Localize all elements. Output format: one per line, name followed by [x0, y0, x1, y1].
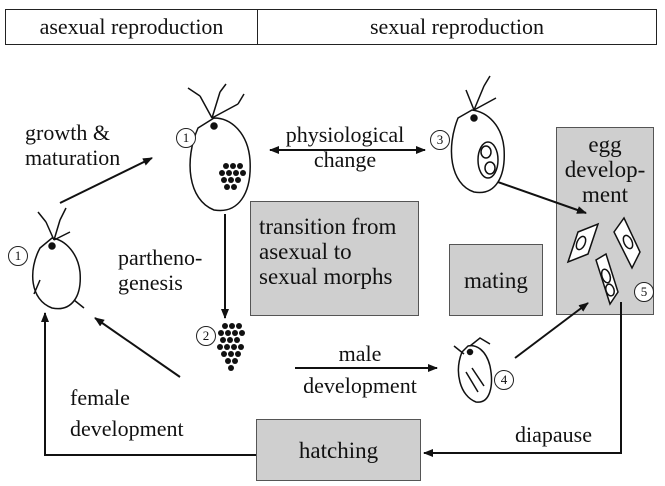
daphnia-female-with-eggs-icon — [188, 84, 250, 211]
female-line-2: development — [70, 416, 184, 441]
growth-line-2: maturation — [25, 145, 120, 170]
growth-line-1: growth & — [25, 120, 120, 145]
physio-line-1: physiological — [270, 122, 420, 147]
male-development-label: male development — [290, 341, 430, 398]
stage-number-1-left: 1 — [8, 246, 28, 266]
stage-number-3: 3 — [430, 130, 450, 150]
physio-line-2: change — [270, 147, 420, 172]
female-development-label: female development — [70, 385, 184, 441]
partheno-line-1: partheno- — [118, 245, 202, 270]
male-line-2: development — [290, 373, 430, 398]
stage-number-5: 5 — [634, 282, 654, 302]
physiological-change-label: physiological change — [270, 122, 420, 172]
female-line-1: female — [70, 385, 184, 410]
egg-cluster-icon — [217, 323, 245, 371]
male-line-1: male — [290, 341, 430, 366]
partheno-line-2: genesis — [118, 270, 202, 295]
parthenogenesis-label: partheno- genesis — [118, 245, 202, 295]
stage-number-1-top: 1 — [176, 128, 196, 148]
daphnia-male-icon — [454, 338, 491, 402]
daphnia-ephippial-female-icon — [451, 76, 504, 193]
growth-maturation-label: growth & maturation — [25, 120, 120, 170]
diapause-label: diapause — [515, 422, 592, 447]
daphnia-female-icon — [33, 208, 84, 309]
ephippium-icon — [568, 218, 640, 304]
stage-number-4: 4 — [494, 370, 514, 390]
male-to-egg-arrow — [515, 303, 588, 358]
female-development-arrow — [95, 318, 180, 377]
stage-number-2: 2 — [196, 326, 216, 346]
